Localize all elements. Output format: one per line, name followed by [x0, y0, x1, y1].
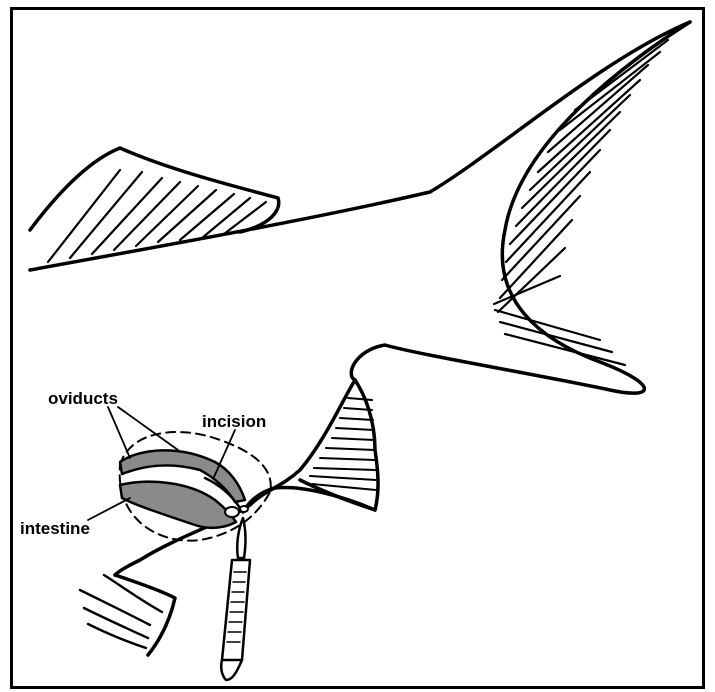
fish-dorsal-outline: [30, 22, 690, 270]
body-lower-outline: [243, 487, 375, 512]
vent-opening: [240, 506, 248, 512]
label-incision: incision: [202, 413, 266, 430]
scalpel-icon: [221, 518, 250, 680]
label-intestine: intestine: [20, 520, 90, 537]
incision-opening: [225, 507, 239, 517]
caudal-fin-rays: [494, 40, 668, 365]
label-oviducts: oviducts: [48, 390, 118, 407]
